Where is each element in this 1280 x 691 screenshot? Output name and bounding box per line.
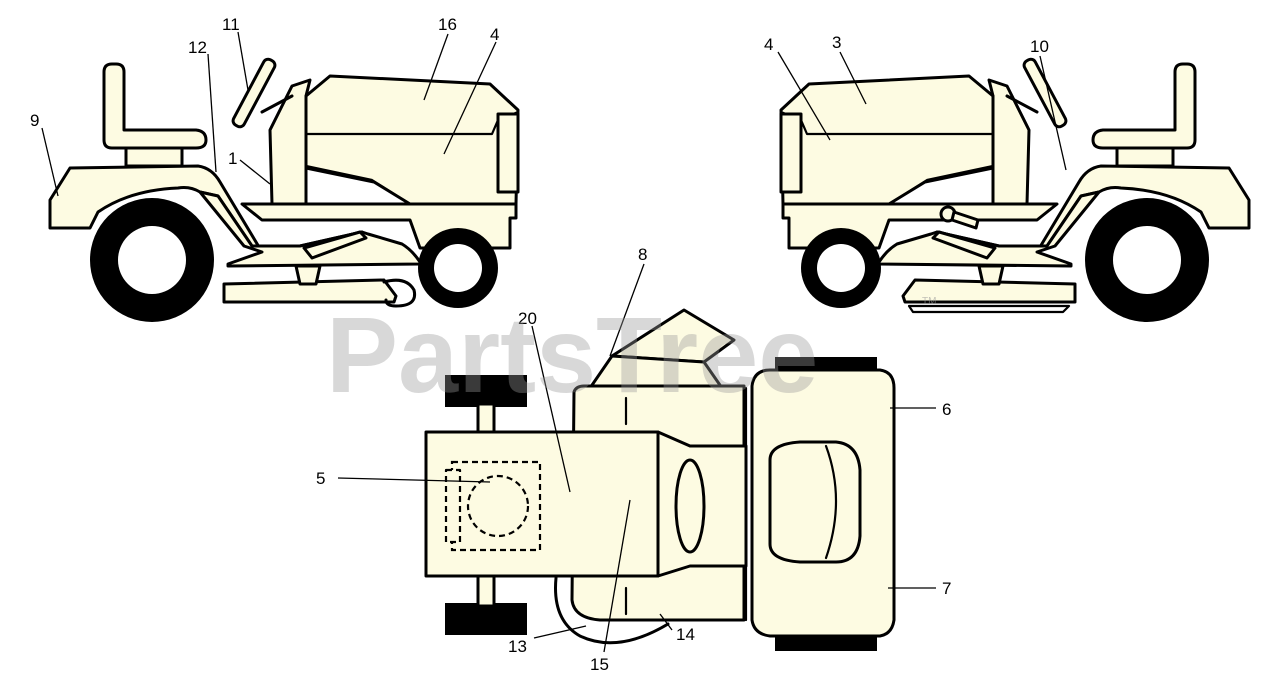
callout-20: 20	[518, 309, 537, 328]
top-front-wheel-lower	[775, 635, 877, 651]
callout-12: 12	[188, 38, 207, 57]
right-side-view-tractor	[779, 57, 1251, 322]
left-front-wheel	[418, 228, 498, 308]
callout-14: 14	[676, 625, 695, 644]
top-deck-curve	[554, 576, 670, 645]
callout-5: 5	[316, 469, 325, 488]
callout-labels: 11 12 1 9 16 4 4 3 10 8 20 5 6 7 13 14 1…	[30, 15, 1049, 674]
left-grille	[496, 112, 520, 194]
left-pedal	[302, 230, 368, 260]
left-seat	[102, 62, 208, 150]
callout-11: 11	[222, 15, 240, 34]
callout-16: 16	[438, 15, 457, 34]
left-deck-hanger	[294, 264, 322, 286]
callout-7: 7	[942, 579, 951, 598]
right-lever-knob	[939, 205, 980, 230]
left-rear-fender	[48, 164, 368, 254]
callout-13: 13	[508, 637, 527, 656]
top-engine-circle	[466, 474, 530, 538]
top-rear-wheel-lower	[445, 603, 527, 635]
callout-9: 9	[30, 111, 39, 130]
callout-1: 1	[228, 149, 237, 168]
left-rear-wheel	[90, 198, 214, 322]
top-grille	[768, 440, 862, 564]
left-side-view-tractor	[48, 57, 520, 322]
top-rear-wheel-upper	[445, 375, 527, 407]
callout-4-right: 4	[764, 35, 773, 54]
callout-15: 15	[590, 655, 609, 674]
left-mower-deck	[222, 278, 398, 304]
top-view-tractor	[424, 308, 896, 651]
top-engine-outline	[450, 460, 542, 552]
callout-3: 3	[832, 33, 841, 52]
watermark-text: PartsTree	[326, 294, 818, 415]
left-hood-side	[304, 164, 412, 206]
left-steering-shaft	[260, 94, 294, 114]
top-steering-wheel	[674, 458, 706, 554]
watermark: PartsTree TM	[326, 294, 936, 415]
left-deck-cable	[382, 278, 417, 308]
callout-10: 10	[1030, 37, 1049, 56]
top-rear-deck	[424, 430, 660, 578]
left-hood	[304, 74, 520, 206]
callout-8: 8	[638, 245, 647, 264]
callout-4-left: 4	[490, 25, 499, 44]
leader-lines	[41, 31, 1067, 653]
left-steering-wheel	[231, 57, 277, 129]
watermark-trademark: TM	[922, 296, 936, 307]
left-seat-base	[124, 146, 184, 168]
callout-6: 6	[942, 400, 951, 419]
